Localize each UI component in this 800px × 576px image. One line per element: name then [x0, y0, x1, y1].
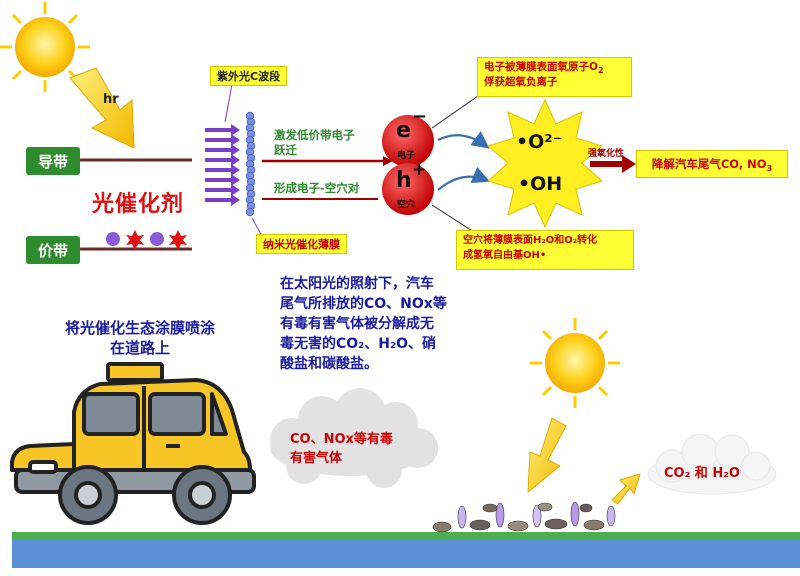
- hole-symbol: h: [396, 168, 412, 193]
- description-line4: 毒无害的CO₂、H₂O、硝: [280, 336, 437, 352]
- hole-curve-arrow: [437, 166, 491, 191]
- nano-film-beads: [245, 111, 256, 217]
- degrade-subscript: 3: [766, 163, 773, 173]
- sun-icon-bottom: [530, 318, 620, 408]
- description-line5: 酸盐和碳酸盐。: [280, 356, 378, 372]
- electron-note: 电子被薄膜表面氧原子O2 俘获超氧负离子: [477, 57, 632, 97]
- spray-caption-line1: 将光催化生态涂膜喷涂: [64, 319, 215, 337]
- electron-note-line1: 电子被薄膜表面氧原子O: [484, 61, 598, 73]
- photocatalyst-label: 光催化剂: [92, 192, 185, 217]
- electron-sign: −: [412, 106, 428, 127]
- cloud-caption-line1: CO、NOx等有毒: [290, 432, 393, 447]
- output-up-arrow: [611, 473, 641, 505]
- electron-caption: 电子: [397, 151, 416, 161]
- spray-caption: 将光催化生态涂膜喷涂 在道路上: [40, 318, 240, 358]
- car-illustration: [10, 362, 256, 525]
- transition-label: 跃迁: [274, 143, 297, 157]
- spray-caption-line2: 在道路上: [109, 339, 170, 357]
- hole-note-line2: 成氢氧自由基OH•: [463, 250, 547, 261]
- description-paragraph: 在太阳光的照射下，汽车 尾气所排放的CO、NOx等 有毒有害气体被分解成无 毒无…: [280, 274, 480, 374]
- output-caption: CO₂ 和 H₂O: [664, 466, 740, 481]
- electron-curve-arrow: [437, 131, 490, 149]
- light-arrow: [69, 67, 135, 149]
- description-line2: 尾气所排放的CO、NOx等: [280, 296, 447, 312]
- excite-label: 激发低价带电子: [274, 128, 355, 142]
- pair-label: 形成电子-空穴对: [274, 181, 360, 195]
- description-line3: 有毒有害气体被分解成无: [280, 316, 434, 332]
- output-cloud: [647, 433, 777, 495]
- cloud-caption-line2: 有害气体: [290, 451, 343, 466]
- electron-ball: [382, 115, 434, 167]
- uv-band-label: 紫外光C波段: [210, 66, 288, 86]
- hole-note: 空穴将薄膜表面H₂O和O₂转化 成氢氧自由基OH•: [456, 230, 634, 270]
- superoxide-label: •O²⁻: [516, 131, 563, 153]
- hr-label: hr: [103, 92, 119, 107]
- hydroxyl-label: •OH: [518, 173, 563, 195]
- sun-icon-top: [0, 2, 90, 92]
- conduction-band-label: 导带: [26, 147, 80, 175]
- hole-caption: 空穴: [397, 200, 416, 210]
- nano-film-label: 纳米光催化薄膜: [256, 234, 347, 254]
- hole-note-line1: 空穴将薄膜表面H₂O和O₂转化: [463, 235, 598, 246]
- valence-band-label: 价带: [26, 236, 80, 264]
- exhaust-cloud: [270, 388, 438, 488]
- coating-particles: [432, 501, 616, 533]
- description-line1: 在太阳光的照射下，汽车: [280, 276, 434, 292]
- hole-ball: [382, 163, 434, 215]
- hole-sign: +: [412, 160, 427, 180]
- sunlight-down-arrow: [527, 417, 567, 494]
- electron-note-line2: 俘获超氧负离子: [484, 76, 558, 88]
- uv-arrows: [205, 124, 240, 206]
- electron-symbol: e: [396, 118, 411, 143]
- radical-burst: [486, 98, 604, 229]
- electron-note-subscript: 2: [597, 66, 604, 75]
- degrade-text: 降解汽车尾气CO, NO: [651, 157, 767, 171]
- strong-oxidation-label: 强氧化性: [588, 149, 625, 159]
- road-surface: [12, 538, 800, 568]
- hole-particles: [106, 230, 187, 250]
- cloud-caption: CO、NOx等有毒 有害气体: [290, 430, 430, 468]
